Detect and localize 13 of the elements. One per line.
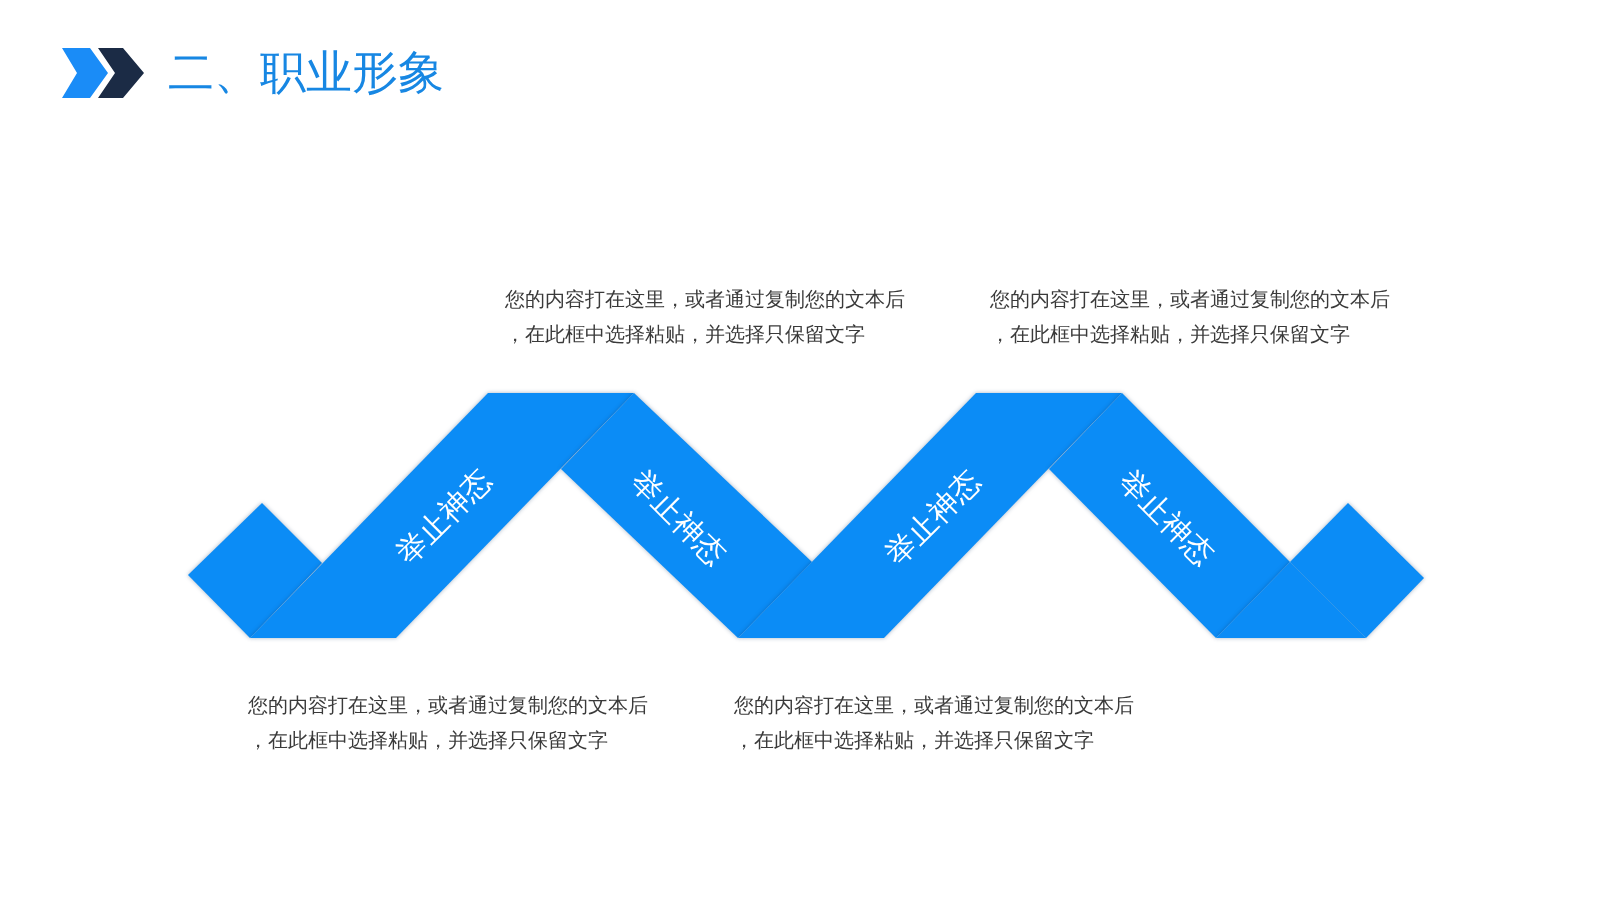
ribbon-segment <box>561 393 812 638</box>
ribbon-segment <box>738 393 1122 638</box>
segment-label: 举止神态 <box>624 464 732 572</box>
text-paragraph: 您的内容打在这里，或者通过复制您的文本后，在此框中选择粘贴，并选择只保留文字 <box>248 693 649 753</box>
text-paragraph: 您的内容打在这里，或者通过复制您的文本后，在此框中选择粘贴，并选择只保留文字 <box>505 287 906 347</box>
segment-label: 举止神态 <box>390 463 498 571</box>
segment-label: 举止神态 <box>879 464 987 572</box>
ribbon-end <box>1216 503 1424 638</box>
segment-label: 举止神态 <box>1112 464 1220 572</box>
slide-title: 二、职业形象 <box>168 49 444 95</box>
ribbon-end <box>188 503 322 638</box>
text-paragraph: 您的内容打在这里，或者通过复制您的文本后，在此框中选择粘贴，并选择只保留文字 <box>990 287 1391 347</box>
text-paragraph: 您的内容打在这里，或者通过复制您的文本后，在此框中选择粘贴，并选择只保留文字 <box>734 693 1135 753</box>
